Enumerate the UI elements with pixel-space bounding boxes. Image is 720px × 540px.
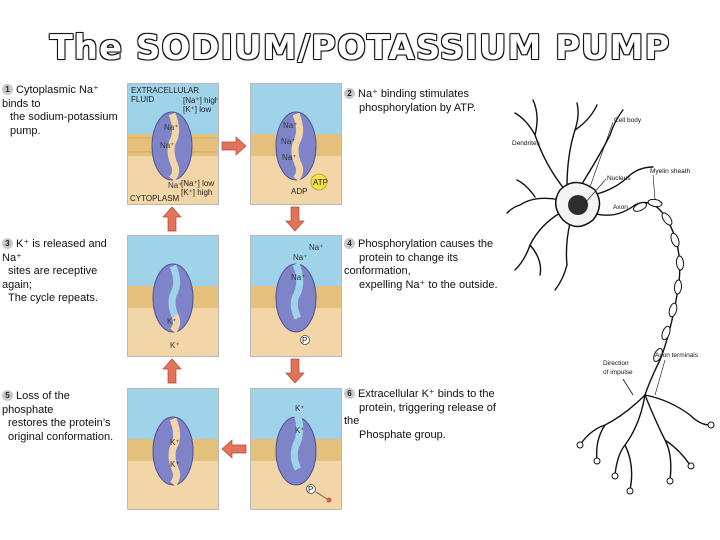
nucleus-label: Nucleus [607, 175, 631, 182]
step-number: 5 [2, 390, 13, 401]
panel-step-4: Na⁺ Na⁺ Na⁺ P [250, 235, 342, 357]
na-ion: Na⁺ [160, 141, 174, 150]
cell-body-label: Cell body [614, 117, 642, 124]
na-ion: Na⁺ [164, 123, 178, 132]
panel-step-1: EXTRACELLULAR FLUID [Na⁺] high [K⁺] low … [127, 83, 219, 205]
na-ion: Na⁺ [283, 121, 297, 130]
arrow-5-to-3 [162, 358, 182, 384]
arrow-4-to-6 [285, 358, 305, 384]
axon-terminals-label: Axon terminals [655, 352, 699, 359]
k-ion: K⁺ [167, 317, 177, 326]
svg-text:FLUID: FLUID [131, 95, 154, 104]
dendrites-label: Dendrites [512, 140, 541, 147]
k-low-label: [K⁺] low [183, 105, 211, 114]
adp-label: ADP [291, 187, 307, 196]
phosphate-label: P [302, 336, 307, 345]
panel-step-5: K⁺ K⁺ [127, 388, 219, 510]
atp-label: ATP [313, 178, 328, 187]
nucleus-shape [568, 195, 588, 215]
arrow-2-to-4 [285, 206, 305, 232]
step-number: 2 [344, 88, 355, 99]
step-number: 6 [344, 388, 355, 399]
step-number: 3 [2, 238, 13, 249]
axon-label: Axon [613, 204, 628, 211]
na-ion: Na⁺ [291, 273, 305, 282]
arrow-6-to-5 [221, 439, 247, 459]
k-ion: K⁺ [170, 460, 180, 469]
na-ion: Na⁺ [293, 253, 307, 262]
k-ion: K⁺ [170, 438, 180, 447]
phosphate-label: P [308, 485, 313, 494]
k-high-label: [K⁺] high [181, 188, 212, 197]
na-ion: Na⁺ [282, 153, 296, 162]
extracellular-label: EXTRACELLULAR [131, 86, 199, 95]
na-ion: Na⁺ [168, 181, 182, 190]
panel-step-3: K⁺ K⁺ [127, 235, 219, 357]
cytoplasm-label: CYTOPLASM [130, 194, 180, 203]
panel-step-6: K⁺ K⁺ P [250, 388, 342, 510]
direction-label: Direction [603, 360, 629, 367]
arrow-3-to-1 [162, 206, 182, 232]
k-ion: K⁺ [295, 404, 305, 413]
myelin-sheath-label: Myelin sheath [650, 168, 690, 175]
neuron-illustration: Cell body Dendrites Nucleus Myelin sheat… [506, 99, 715, 495]
panel-step-2: Na⁺ Na⁺ Na⁺ ATP ADP [250, 83, 342, 205]
na-high-label: [Na⁺] high [183, 96, 218, 105]
na-ion: Na⁺ [309, 243, 323, 252]
k-ion: K⁺ [295, 426, 305, 435]
step-number: 1 [2, 84, 13, 95]
step-number: 4 [344, 238, 355, 249]
arrow-1-to-2 [221, 136, 247, 156]
na-ion: Na⁺ [281, 137, 295, 146]
k-ion: K⁺ [170, 341, 180, 350]
svg-text:of impulse: of impulse [603, 369, 633, 376]
na-low-label: [Na⁺] low [181, 179, 214, 188]
page-title: The SODIUM/POTASSIUM PUMP [49, 28, 671, 68]
